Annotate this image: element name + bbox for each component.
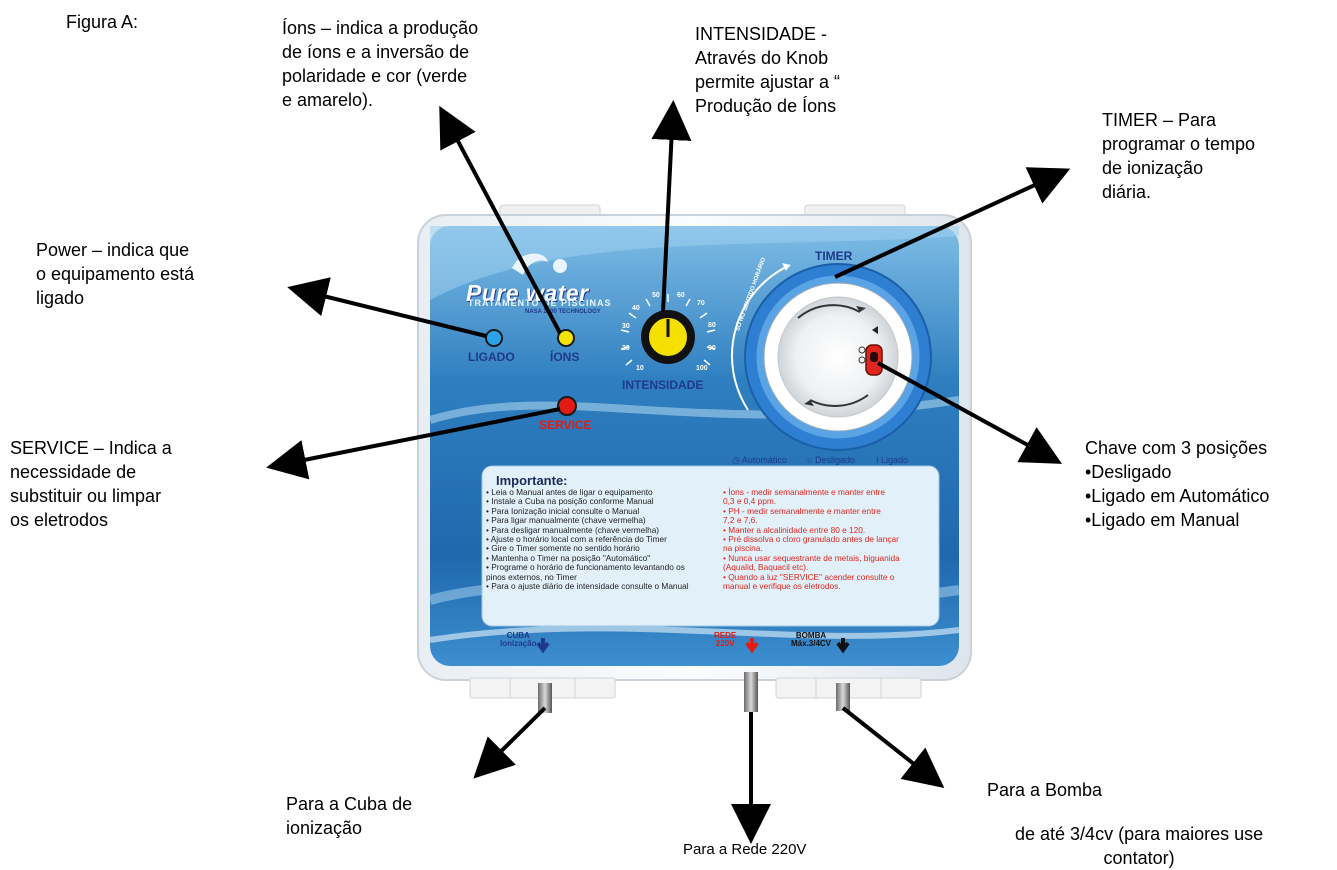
knob-scale-90: 90 bbox=[708, 345, 716, 352]
importante-item: • Gire o Timer somente no sentido horári… bbox=[486, 543, 640, 554]
importante-item: • Mantenha o Timer na posição "Automátic… bbox=[486, 552, 651, 563]
annotation-chave: Chave com 3 posições•Desligado •Ligado e… bbox=[1085, 438, 1270, 530]
arrow-service bbox=[266, 407, 561, 480]
knob-scale-30: 30 bbox=[622, 323, 630, 330]
brand-tagline: NASA 2000 TECHNOLOGY bbox=[525, 309, 601, 315]
rede-cable bbox=[744, 672, 758, 712]
arrow-power bbox=[287, 277, 487, 338]
knob-scale-20: 20 bbox=[622, 345, 630, 352]
led-ligado bbox=[485, 329, 503, 347]
arrow-cuba bbox=[473, 706, 547, 779]
knob-scale-40: 40 bbox=[632, 305, 640, 312]
warning-item: • Quando a luz "SERVICE" acender consult… bbox=[723, 571, 895, 582]
annotation-rede: Para a Rede 220V bbox=[683, 841, 807, 858]
knob-label: INTENSIDADE bbox=[622, 378, 704, 392]
importante-item: • Programe o horário de funcionamento le… bbox=[486, 562, 685, 573]
led-ions bbox=[557, 329, 575, 347]
annotation-intensidade: INTENSIDADE -Através do Knob permite aju… bbox=[695, 24, 841, 116]
warning-item: 0,3 e 0,4 ppm. bbox=[723, 496, 777, 507]
importante-item: • Instale a Cuba na posição conforme Man… bbox=[486, 496, 654, 507]
importante-item: • Ajuste o horário local com a referênci… bbox=[486, 534, 667, 545]
cuba-cable bbox=[538, 683, 552, 713]
warning-item: • Íons - medir semanalmente e manter ent… bbox=[723, 487, 885, 497]
importante-box bbox=[481, 465, 940, 627]
warning-item: • Manter a alcalinidade entre 80 e 120. bbox=[723, 524, 866, 535]
warning-list: • Íons - medir semanalmente e manter ent… bbox=[723, 487, 900, 592]
timer-label: TIMER bbox=[815, 249, 853, 263]
annotation-bomba-detail: de até 3/4cv (para maiores use contator) bbox=[1015, 824, 1264, 868]
importante-list: • Leia o Manual antes de ligar o equipam… bbox=[486, 487, 689, 592]
led-service-label: SERVICE bbox=[539, 418, 592, 432]
knob-scale-100: 100 bbox=[696, 365, 708, 372]
arrow-bomba bbox=[841, 706, 945, 788]
warning-item: manual e verifique os eletrodos. bbox=[723, 581, 841, 592]
arrow-intensidade bbox=[651, 100, 692, 313]
arrow-chave bbox=[877, 361, 1063, 464]
warning-item: • Nunca usar sequestrante de metais, big… bbox=[723, 552, 900, 563]
arrow-ions bbox=[439, 105, 562, 334]
led-ions-label: ÍONS bbox=[550, 350, 580, 364]
rede-port-arrow bbox=[745, 638, 759, 654]
importante-item: • Para Ionização inicial consulte o Manu… bbox=[486, 505, 640, 516]
importante-item: • Leia o Manual antes de ligar o equipam… bbox=[486, 487, 653, 497]
figure-label: Figura A: bbox=[66, 12, 139, 32]
knob-scale-70: 70 bbox=[697, 300, 705, 307]
led-service bbox=[557, 396, 577, 416]
warning-item: na piscina. bbox=[723, 543, 763, 554]
bomba-cable bbox=[836, 683, 850, 711]
knob-scale-60: 60 bbox=[677, 292, 685, 299]
intensity-knob bbox=[641, 310, 695, 364]
timer-dial bbox=[744, 263, 932, 451]
importante-item: • Para ligar manualmente (chave vermelha… bbox=[486, 515, 646, 526]
knob-scale-50: 50 bbox=[652, 292, 660, 299]
importante-item: • Para o ajuste diário de intensidade co… bbox=[486, 581, 689, 592]
bomba-port-arrow bbox=[836, 638, 850, 654]
mode-desligado: ○ Desligado bbox=[807, 455, 855, 465]
importante-title: Importante: bbox=[496, 473, 568, 488]
mode-automatico: ◷ Automático bbox=[732, 455, 787, 465]
mode-ligado: I Ligado bbox=[876, 455, 909, 465]
brand-subtitle: TRATAMENTO DE PISCINAS bbox=[468, 298, 612, 308]
knob-scale-80: 80 bbox=[708, 322, 716, 329]
knob-scale-10: 10 bbox=[636, 365, 644, 372]
importante-item: pinos externos, no Timer bbox=[486, 571, 577, 582]
arrow-timer bbox=[834, 167, 1071, 279]
cuba-port-arrow bbox=[536, 638, 550, 654]
warning-item: 7,2 e 7,6. bbox=[723, 515, 758, 526]
warning-item: • PH - medir semanalmente e manter entre bbox=[723, 505, 881, 516]
annotation-bomba-title: Para a Bomba bbox=[987, 780, 1103, 800]
led-ligado-label: LIGADO bbox=[468, 350, 515, 364]
warning-item: (Aqualid, Baquacil etc). bbox=[723, 562, 809, 573]
importante-item: • Para desligar manualmente (chave verme… bbox=[486, 524, 660, 535]
warning-item: • Pré dissolva o cloro granulado antes d… bbox=[723, 534, 899, 545]
brand-name: Pure water bbox=[466, 280, 589, 306]
